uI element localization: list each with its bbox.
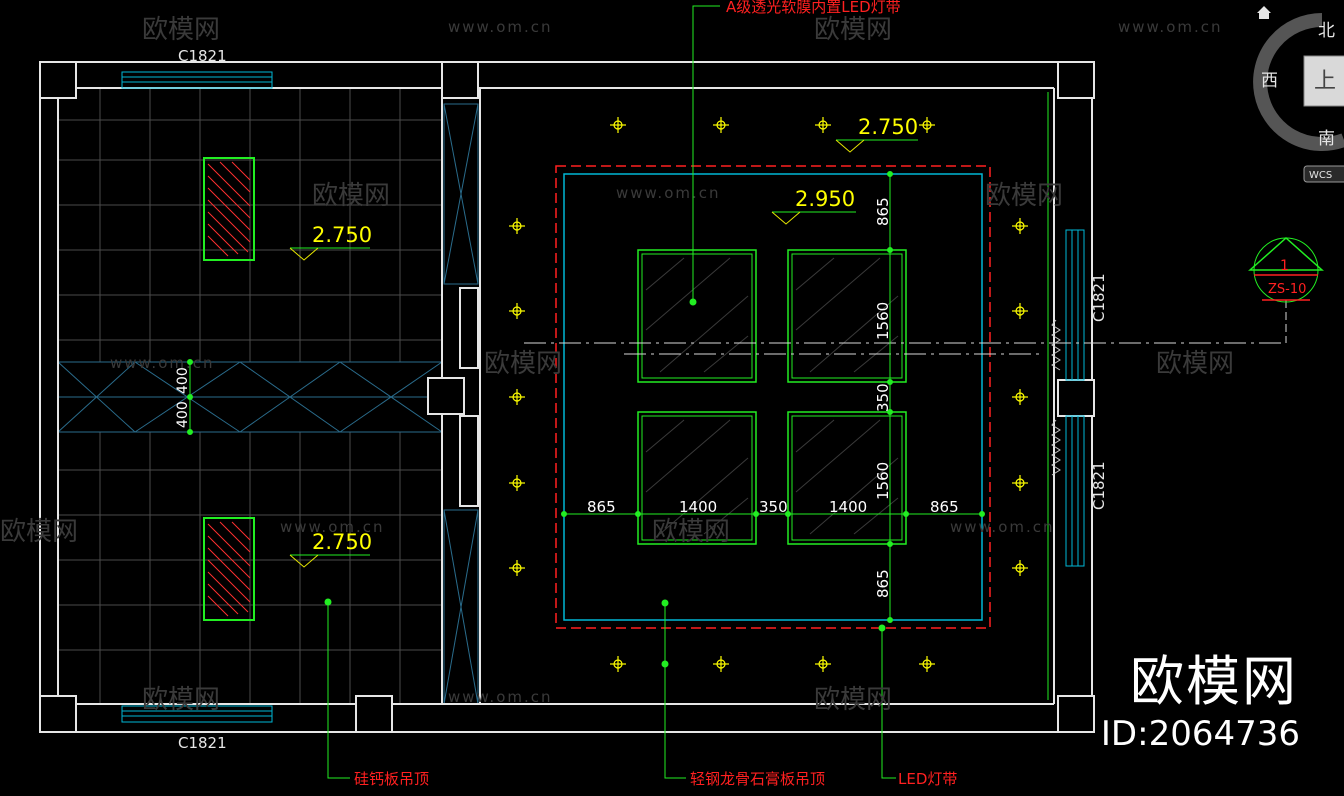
- watermark-brand-4: 欧模网: [985, 181, 1063, 211]
- watermark-brand-2: 欧模网: [814, 15, 892, 45]
- dim-panel-width-2: 1400: [829, 498, 867, 516]
- viewcube-face-top[interactable]: 上: [1314, 69, 1336, 94]
- watermark-brand-7: 欧模网: [0, 517, 78, 547]
- light-fixture-lower[interactable]: [203, 517, 255, 621]
- gypsum-ceiling-frame: [563, 173, 983, 621]
- wcs-button[interactable]: WCS: [1309, 170, 1332, 181]
- partition-wall: [443, 103, 479, 705]
- dim-panel-height-2: 1560: [874, 462, 892, 500]
- watermark-layer: 欧模网 欧模网 欧模网 欧模网 欧模网 欧模网 欧模网 欧模网 欧模网 欧模网: [0, 15, 1234, 715]
- watermark-brand-9: 欧模网: [142, 685, 220, 715]
- callout-led-strip: LED灯带: [898, 770, 957, 788]
- dim-gap-vertical: 350: [874, 383, 892, 412]
- downlights: [509, 117, 1028, 672]
- dim-panel-height-1: 1560: [874, 302, 892, 340]
- membrane-panel-bottom-left[interactable]: [637, 411, 757, 545]
- window-label-bottom-left: C1821: [178, 734, 227, 752]
- section-sheet: ZS-10: [1268, 282, 1306, 297]
- dim-bottom: 865: [874, 569, 892, 598]
- watermark-brand-5: 欧模网: [484, 349, 562, 379]
- watermark-url-6: www.om.cn: [950, 518, 1055, 536]
- watermark-id: ID:2064736: [1100, 714, 1300, 754]
- watermark-brand-large: 欧模网: [1130, 650, 1298, 713]
- callout-gypsum-board: 轻钢龙骨石膏板吊顶: [690, 770, 825, 788]
- dim-top: 865: [874, 197, 892, 226]
- watermark-url-4: www.om.cn: [110, 354, 215, 372]
- corridor-dimension: [187, 359, 193, 435]
- svg-text:2.750: 2.750: [312, 530, 372, 554]
- watermark-brand-1: 欧模网: [142, 15, 220, 45]
- light-fixture-upper[interactable]: [203, 157, 255, 261]
- watermark-url-7: www.om.cn: [448, 688, 553, 706]
- membrane-panel-top-right[interactable]: [787, 249, 907, 383]
- level-marker-left-top: 2.750: [289, 223, 372, 261]
- watermark-brand-8: 欧模网: [652, 517, 730, 547]
- watermark-url-5: www.om.cn: [280, 518, 385, 536]
- dim-corridor-1: 400: [175, 367, 191, 394]
- window-frames: [121, 71, 1085, 723]
- window-label-top-left: C1821: [178, 47, 227, 65]
- dim-panel-width-1: 1400: [679, 498, 717, 516]
- compass-south[interactable]: 南: [1318, 129, 1335, 149]
- svg-text:2.750: 2.750: [312, 223, 372, 247]
- compass-west[interactable]: 西: [1261, 71, 1278, 91]
- level-marker-center: 2.950: [771, 187, 856, 225]
- compass-north[interactable]: 北: [1318, 21, 1335, 41]
- leader-lines: [324, 5, 896, 779]
- watermark-url-3: www.om.cn: [616, 184, 721, 202]
- vertical-dimension-chain: [887, 171, 893, 623]
- columns: [39, 61, 1095, 733]
- membrane-panel-bottom-right[interactable]: [787, 411, 907, 545]
- window-label-right-upper: C1821: [1090, 273, 1108, 322]
- section-marker[interactable]: 1 ZS-10: [1248, 236, 1324, 303]
- dim-right: 865: [930, 498, 959, 516]
- ceiling-grid: [58, 88, 442, 704]
- svg-text:2.950: 2.950: [795, 187, 855, 211]
- svg-text:2.750: 2.750: [858, 115, 918, 139]
- dim-corridor-2: 400: [175, 401, 191, 428]
- home-icon[interactable]: [1257, 6, 1271, 19]
- watermark-url-2: www.om.cn: [1118, 18, 1223, 36]
- watermark-url-layer: www.om.cn www.om.cn www.om.cn www.om.cn …: [110, 18, 1223, 706]
- dim-gap-horizontal: 350: [759, 498, 788, 516]
- membrane-panel-top-left[interactable]: [637, 249, 757, 383]
- watermark-url-1: www.om.cn: [448, 18, 553, 36]
- callout-calcium-silicate: 硅钙板吊顶: [354, 770, 429, 788]
- watermark-brand-3: 欧模网: [312, 181, 390, 211]
- watermark-brand-6: 欧模网: [1156, 349, 1234, 379]
- viewcube[interactable]: 上 北 南 西 WCS: [1253, 6, 1344, 183]
- dim-left: 865: [587, 498, 616, 516]
- window-label-right-lower: C1821: [1090, 461, 1108, 510]
- callout-membrane-led: A级透光软膜内置LED灯带: [726, 0, 901, 16]
- horizontal-dimension-chain: [561, 511, 985, 517]
- section-number: 1: [1280, 258, 1289, 274]
- recessed-ceiling-boundary: [555, 165, 991, 629]
- watermark-brand-10: 欧模网: [814, 685, 892, 715]
- level-marker-left-bottom: 2.750: [289, 530, 372, 568]
- level-marker-right-top: 2.750: [835, 115, 918, 153]
